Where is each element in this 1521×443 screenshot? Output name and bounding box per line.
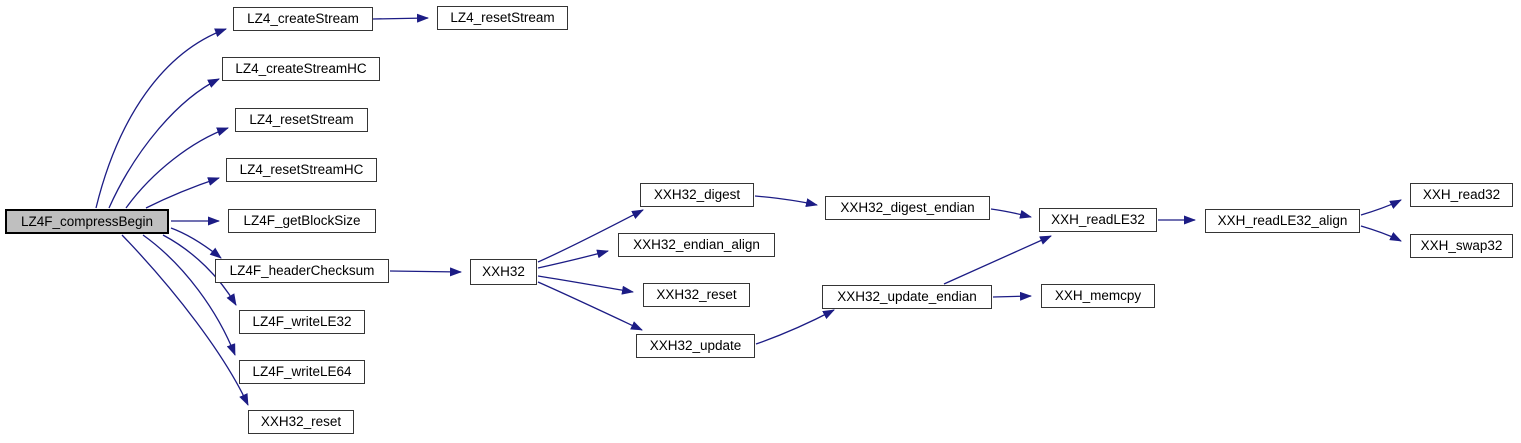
call-edge-lz4f_compressbegin-to-lz4_resetstream xyxy=(125,127,229,209)
graph-node-xxh_readle32[interactable]: XXH_readLE32 xyxy=(1039,208,1157,232)
graph-node-label: LZ4F_writeLE64 xyxy=(252,364,352,380)
call-edge-lz4_createstream-to-lz4_resetstream_top xyxy=(372,13,429,23)
call-edge-xxh32_update-to-xxh32_update_endian xyxy=(755,309,835,345)
graph-node-xxh32_digest[interactable]: XXH32_digest xyxy=(640,183,754,207)
graph-node-label: XXH32_update_endian xyxy=(837,289,977,305)
graph-node-label: XXH32 xyxy=(482,264,525,280)
graph-node-label: XXH_memcpy xyxy=(1054,288,1142,304)
graph-node-lz4_createstream[interactable]: LZ4_createStream xyxy=(233,7,373,31)
call-edge-lz4f_compressbegin-to-lz4_createstream xyxy=(95,28,227,209)
call-edge-xxh32_update_endian-to-xxh_readle32 xyxy=(943,235,1052,285)
call-edge-lz4f_compressbegin-to-lz4_resetstreamhc xyxy=(145,177,220,209)
graph-node-xxh32_endian_align[interactable]: XXH32_endian_align xyxy=(618,233,775,257)
graph-node-label: LZ4F_compressBegin xyxy=(20,213,154,229)
graph-node-label: XXH_readLE32_align xyxy=(1217,213,1348,229)
graph-node-lz4_createstreamhc[interactable]: LZ4_createStreamHC xyxy=(222,57,380,81)
graph-node-label: XXH32_reset xyxy=(656,287,737,303)
call-edge-xxh_readle32_align-to-xxh_read32 xyxy=(1360,199,1402,216)
graph-node-label: XXH32_reset xyxy=(260,414,342,430)
graph-node-xxh32[interactable]: XXH32 xyxy=(470,259,537,285)
graph-node-label: LZ4_resetStreamHC xyxy=(239,162,364,178)
graph-node-lz4f_headerchecksum[interactable]: LZ4F_headerChecksum xyxy=(215,259,389,283)
call-edge-xxh32_digest-to-xxh32_digest_endian xyxy=(754,195,818,208)
graph-node-xxh32_update[interactable]: XXH32_update xyxy=(636,334,755,358)
graph-node-xxh_readle32_align[interactable]: XXH_readLE32_align xyxy=(1205,209,1360,233)
call-edge-xxh32-to-xxh32_reset_mid xyxy=(537,275,634,295)
call-edge-xxh32-to-xxh32_endian_align xyxy=(537,249,609,269)
call-edge-xxh32-to-xxh32_update xyxy=(537,281,643,331)
graph-node-label: XXH32_digest_endian xyxy=(840,200,975,216)
call-edge-lz4f_compressbegin-to-lz4_createstreamhc xyxy=(108,78,220,209)
graph-node-label: XXH32_endian_align xyxy=(633,237,760,253)
graph-node-label: XXH_swap32 xyxy=(1420,238,1503,254)
graph-node-xxh_memcpy[interactable]: XXH_memcpy xyxy=(1041,284,1155,308)
graph-node-xxh_swap32[interactable]: XXH_swap32 xyxy=(1410,234,1513,258)
graph-node-label: LZ4_createStream xyxy=(247,11,359,27)
graph-node-label: XXH_read32 xyxy=(1422,187,1501,203)
graph-node-lz4f_getblocksize[interactable]: LZ4F_getBlockSize xyxy=(228,209,376,233)
graph-node-xxh32_reset_left[interactable]: XXH32_reset xyxy=(248,410,354,434)
graph-node-xxh32_reset_mid[interactable]: XXH32_reset xyxy=(643,283,750,307)
graph-node-label: XXH_readLE32 xyxy=(1051,212,1145,228)
graph-node-lz4f_compressbegin[interactable]: LZ4F_compressBegin xyxy=(5,209,169,234)
call-edge-lz4f_headerchecksum-to-xxh32 xyxy=(389,267,462,277)
graph-node-label: XXH32_digest xyxy=(653,187,741,203)
call-edge-xxh_readle32_align-to-xxh_swap32 xyxy=(1360,225,1402,242)
graph-node-lz4_resetstream[interactable]: LZ4_resetStream xyxy=(235,108,368,132)
graph-node-label: LZ4_resetStream xyxy=(249,112,354,128)
graph-node-xxh_read32[interactable]: XXH_read32 xyxy=(1410,183,1513,207)
graph-node-label: LZ4F_headerChecksum xyxy=(229,263,375,279)
call-edge-xxh32_digest_endian-to-xxh_readle32 xyxy=(990,208,1032,219)
graph-node-xxh32_update_endian[interactable]: XXH32_update_endian xyxy=(822,285,992,309)
graph-node-label: XXH32_update xyxy=(649,338,742,354)
graph-node-label: LZ4F_getBlockSize xyxy=(243,213,361,229)
graph-node-lz4_resetstreamhc[interactable]: LZ4_resetStreamHC xyxy=(226,158,377,182)
graph-node-lz4f_writele32[interactable]: LZ4F_writeLE32 xyxy=(239,310,365,334)
graph-node-label: LZ4F_writeLE32 xyxy=(252,314,352,330)
call-edge-xxh32_update_endian-to-xxh_memcpy xyxy=(992,291,1032,301)
graph-node-lz4f_writele64[interactable]: LZ4F_writeLE64 xyxy=(239,360,365,384)
graph-node-xxh32_digest_endian[interactable]: XXH32_digest_endian xyxy=(825,196,990,220)
call-edge-lz4f_compressbegin-to-lz4f_headerchecksum xyxy=(170,227,222,259)
graph-node-lz4_resetstream_top[interactable]: LZ4_resetStream xyxy=(437,6,568,30)
graph-node-label: LZ4_resetStream xyxy=(450,10,555,26)
graph-node-label: LZ4_createStreamHC xyxy=(235,61,367,77)
call-edge-lz4f_compressbegin-to-lz4f_writele64 xyxy=(142,234,236,356)
